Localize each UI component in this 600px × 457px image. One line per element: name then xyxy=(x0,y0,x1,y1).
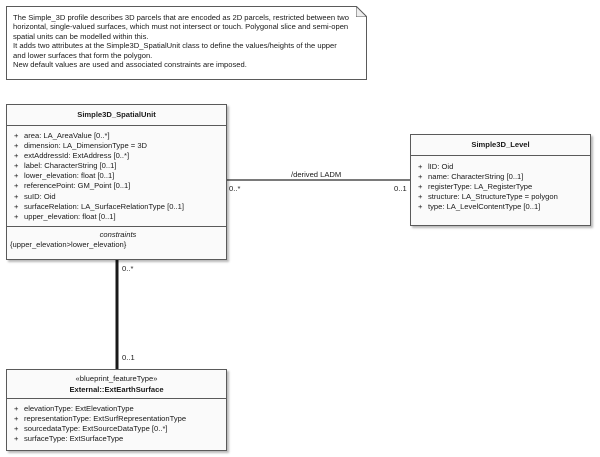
attribute[interactable]: + lower_elevation: float [0..1] xyxy=(14,171,226,181)
visibility-marker: + xyxy=(418,172,423,182)
attribute-text: sourcedataType: ExtSourceDataType [0..*] xyxy=(24,424,168,434)
visibility-marker: + xyxy=(14,211,19,221)
note-fold-icon xyxy=(356,6,367,17)
attribute[interactable]: + structure: LA_StructureType = polygon xyxy=(418,192,590,202)
attribute[interactable]: + extAddressId: ExtAddress [0..*] xyxy=(14,151,226,161)
attribute[interactable]: + surfaceType: ExtSurfaceType xyxy=(14,434,226,444)
attribute[interactable]: + representationType: ExtSurfRepresentati… xyxy=(14,414,226,424)
attribute[interactable]: + referencePoint: GM_Point [0..1] xyxy=(14,181,226,191)
visibility-marker: + xyxy=(418,192,423,202)
visibility-marker: + xyxy=(14,161,19,171)
attribute[interactable]: + suID: Oid xyxy=(14,192,226,202)
class-header: «blueprint_featureType» External::ExtEar… xyxy=(7,370,226,399)
attribute-text: surfaceRelation: LA_SurfaceRelationType … xyxy=(24,201,184,211)
visibility-marker: + xyxy=(14,151,19,161)
multiplicity-target: 0..1 xyxy=(122,353,135,362)
multiplicity-source: 0..* xyxy=(229,184,241,193)
constraint[interactable]: {upper_elevation>lower_elevation} xyxy=(10,239,127,249)
visibility-marker: + xyxy=(14,181,19,191)
attribute-text: elevationType: ExtElevationType xyxy=(24,404,134,413)
attribute[interactable]: + type: LA_LevelContentType [0..1] xyxy=(418,202,590,212)
profile-note: The Simple_3D profile describes 3D parce… xyxy=(6,6,367,80)
class-name: Simple3D_Level xyxy=(411,135,590,156)
attribute-text: area: LA_AreaValue [0..*] xyxy=(24,131,110,140)
visibility-marker: + xyxy=(14,201,19,211)
multiplicity-source: 0..* xyxy=(122,264,134,273)
attribute[interactable]: + lID: Oid xyxy=(418,162,590,172)
visibility-marker: + xyxy=(418,202,423,212)
attribute[interactable]: + sourcedataType: ExtSourceDataType [0..*… xyxy=(14,424,226,434)
visibility-marker: + xyxy=(14,404,19,413)
attribute-text: dimension: LA_DimensionType = 3D xyxy=(24,141,148,151)
attribute-text: name: CharacterString [0..1] xyxy=(428,172,524,182)
attribute-text: suID: Oid xyxy=(24,191,56,201)
attribute-text: upper_elevation: float [0..1] xyxy=(24,211,116,221)
visibility-marker: + xyxy=(14,414,19,424)
attribute-text: lID: Oid xyxy=(428,162,454,171)
association-label: /derived LADM xyxy=(291,170,342,179)
attribute-text: structure: LA_StructureType = polygon xyxy=(428,192,558,202)
attributes-section: +lID: Oid +name: CharacterString [0..1] … xyxy=(411,156,590,216)
class-simple3d-spatialunit[interactable]: Simple3D_SpatialUnit + area: LA_AreaValue… xyxy=(6,104,227,260)
attributes-section: + elevationType: ExtElevationType + repres… xyxy=(7,399,226,448)
visibility-marker: + xyxy=(14,171,19,181)
visibility-marker: + xyxy=(14,424,19,434)
note-line: spatial units can be modelled within thi… xyxy=(13,31,149,41)
attribute[interactable]: + elevationType: ExtElevationType xyxy=(14,404,226,414)
visibility-marker: + xyxy=(14,141,19,151)
visibility-marker: + xyxy=(418,162,423,171)
attribute[interactable]: + label: CharacterString [0..1] xyxy=(14,161,226,171)
attribute-text: registerType: LA_RegisterType xyxy=(428,182,533,192)
note-line: The Simple_3D profile describes 3D parce… xyxy=(13,13,349,22)
attribute-text: type: LA_LevelContentType [0..1] xyxy=(428,202,541,212)
visibility-marker: + xyxy=(14,131,19,140)
visibility-marker: + xyxy=(14,191,19,201)
attribute[interactable]: + upper_elevation: float [0..1] xyxy=(14,212,226,222)
constraints-title: constraints xyxy=(99,229,137,239)
attribute[interactable]: + registerType: LA_RegisterType xyxy=(418,182,590,192)
visibility-marker: + xyxy=(14,434,19,444)
attribute[interactable]: + name: CharacterString [0..1] xyxy=(418,172,590,182)
visibility-marker: + xyxy=(418,182,423,192)
class-ext-earth-surface[interactable]: «blueprint_featureType» External::ExtEar… xyxy=(6,369,227,451)
stereotype-label: «blueprint_featureType» xyxy=(75,374,158,383)
class-name: External::ExtEarthSurface xyxy=(69,385,164,394)
note-line: It adds two attributes at the Simple3D_S… xyxy=(13,41,337,51)
attribute-text: extAddressId: ExtAddress [0..*] xyxy=(24,151,130,161)
class-name: Simple3D_SpatialUnit xyxy=(7,105,226,126)
class-simple3d-level[interactable]: Simple3D_Level + lID: Oid + name: Characte… xyxy=(410,134,591,226)
attribute-text: referencePoint: GM_Point [0..1] xyxy=(24,181,131,191)
note-line: and lower surfaces that form the polygon… xyxy=(13,50,153,60)
attributes-section: + area: LA_AreaValue [0..*] + dimension: L… xyxy=(7,126,226,226)
attribute[interactable]: + area: LA_AreaValue [0..*] xyxy=(14,131,226,141)
attribute-text: lower_elevation: float [0..1] xyxy=(24,171,115,181)
attribute[interactable]: + dimension: LA_DimensionType = 3D xyxy=(14,141,226,151)
note-line: New default values are used and associat… xyxy=(13,60,247,70)
attribute-text: surfaceType: ExtSurfaceType xyxy=(24,434,124,444)
multiplicity-target: 0..1 xyxy=(394,184,407,193)
attribute-text: label: CharacterString [0..1] xyxy=(24,161,117,171)
note-line: horizontal, single-valued surfaces, whic… xyxy=(13,22,349,32)
constraints-section: constraints {upper_elevation>lower_eleva… xyxy=(7,225,226,252)
attribute-text: representationType: ExtSurfRepresentatio… xyxy=(24,414,187,424)
attribute[interactable]: + surfaceRelation: LA_SurfaceRelationType… xyxy=(14,202,226,212)
